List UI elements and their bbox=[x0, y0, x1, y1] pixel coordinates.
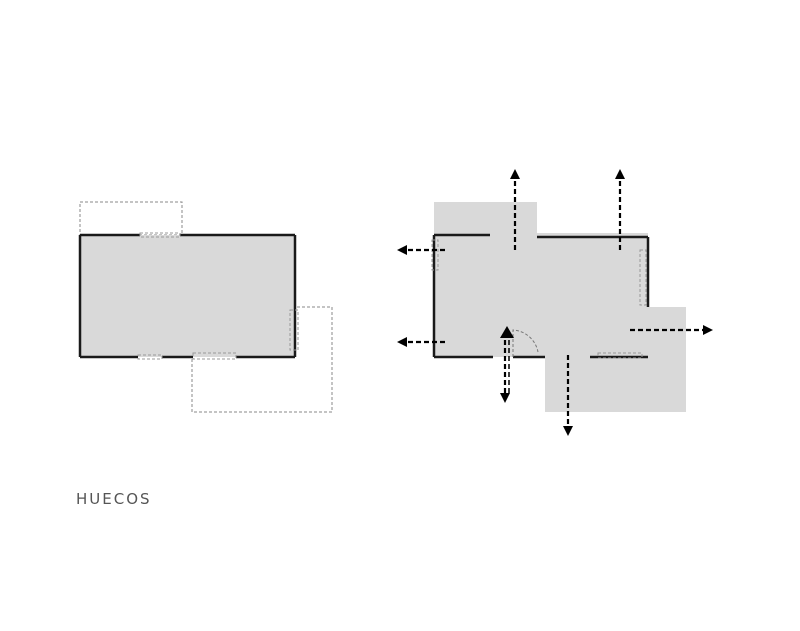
left-plan-floor bbox=[80, 235, 295, 357]
right-plan-walls bbox=[432, 233, 650, 359]
door-swing bbox=[512, 329, 539, 357]
right-plan-openings bbox=[431, 239, 647, 359]
left-plan-openings bbox=[137, 232, 299, 360]
left-plan bbox=[78, 201, 333, 413]
door-arrow-up-head bbox=[500, 326, 514, 338]
right-plan-floor bbox=[434, 202, 686, 412]
right-plan bbox=[397, 169, 713, 436]
diagram-caption: HUECOS bbox=[76, 490, 152, 508]
flow-arrows bbox=[397, 169, 713, 436]
left-plan-walls bbox=[78, 233, 297, 359]
left-plan-dashed-top-volume bbox=[79, 201, 183, 236]
